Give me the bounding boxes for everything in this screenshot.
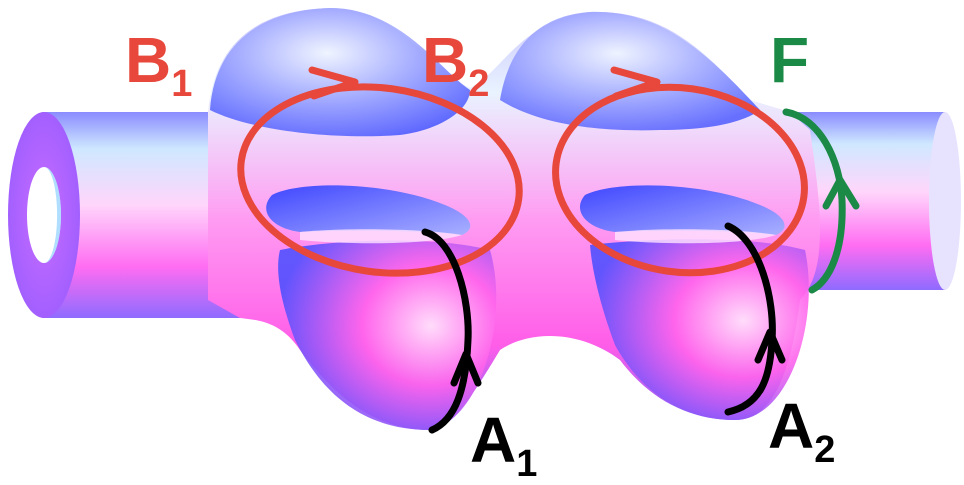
label-a1-main: A	[470, 404, 516, 476]
left-lower-lobe	[278, 241, 496, 430]
label-a2-main: A	[768, 390, 814, 462]
label-b1: B1	[125, 24, 192, 105]
label-b2-main: B	[422, 24, 468, 96]
label-a2-sub: 2	[814, 429, 835, 471]
label-b2: B2	[422, 24, 489, 105]
label-b2-sub: 2	[468, 63, 489, 105]
label-a2: A2	[768, 390, 835, 471]
label-a1: A1	[470, 404, 537, 485]
right-tube-end	[929, 112, 961, 290]
label-b1-main: B	[125, 24, 171, 96]
label-b1-sub: 1	[171, 63, 192, 105]
label-f: F	[770, 24, 809, 96]
label-a1-sub: 1	[516, 443, 537, 485]
